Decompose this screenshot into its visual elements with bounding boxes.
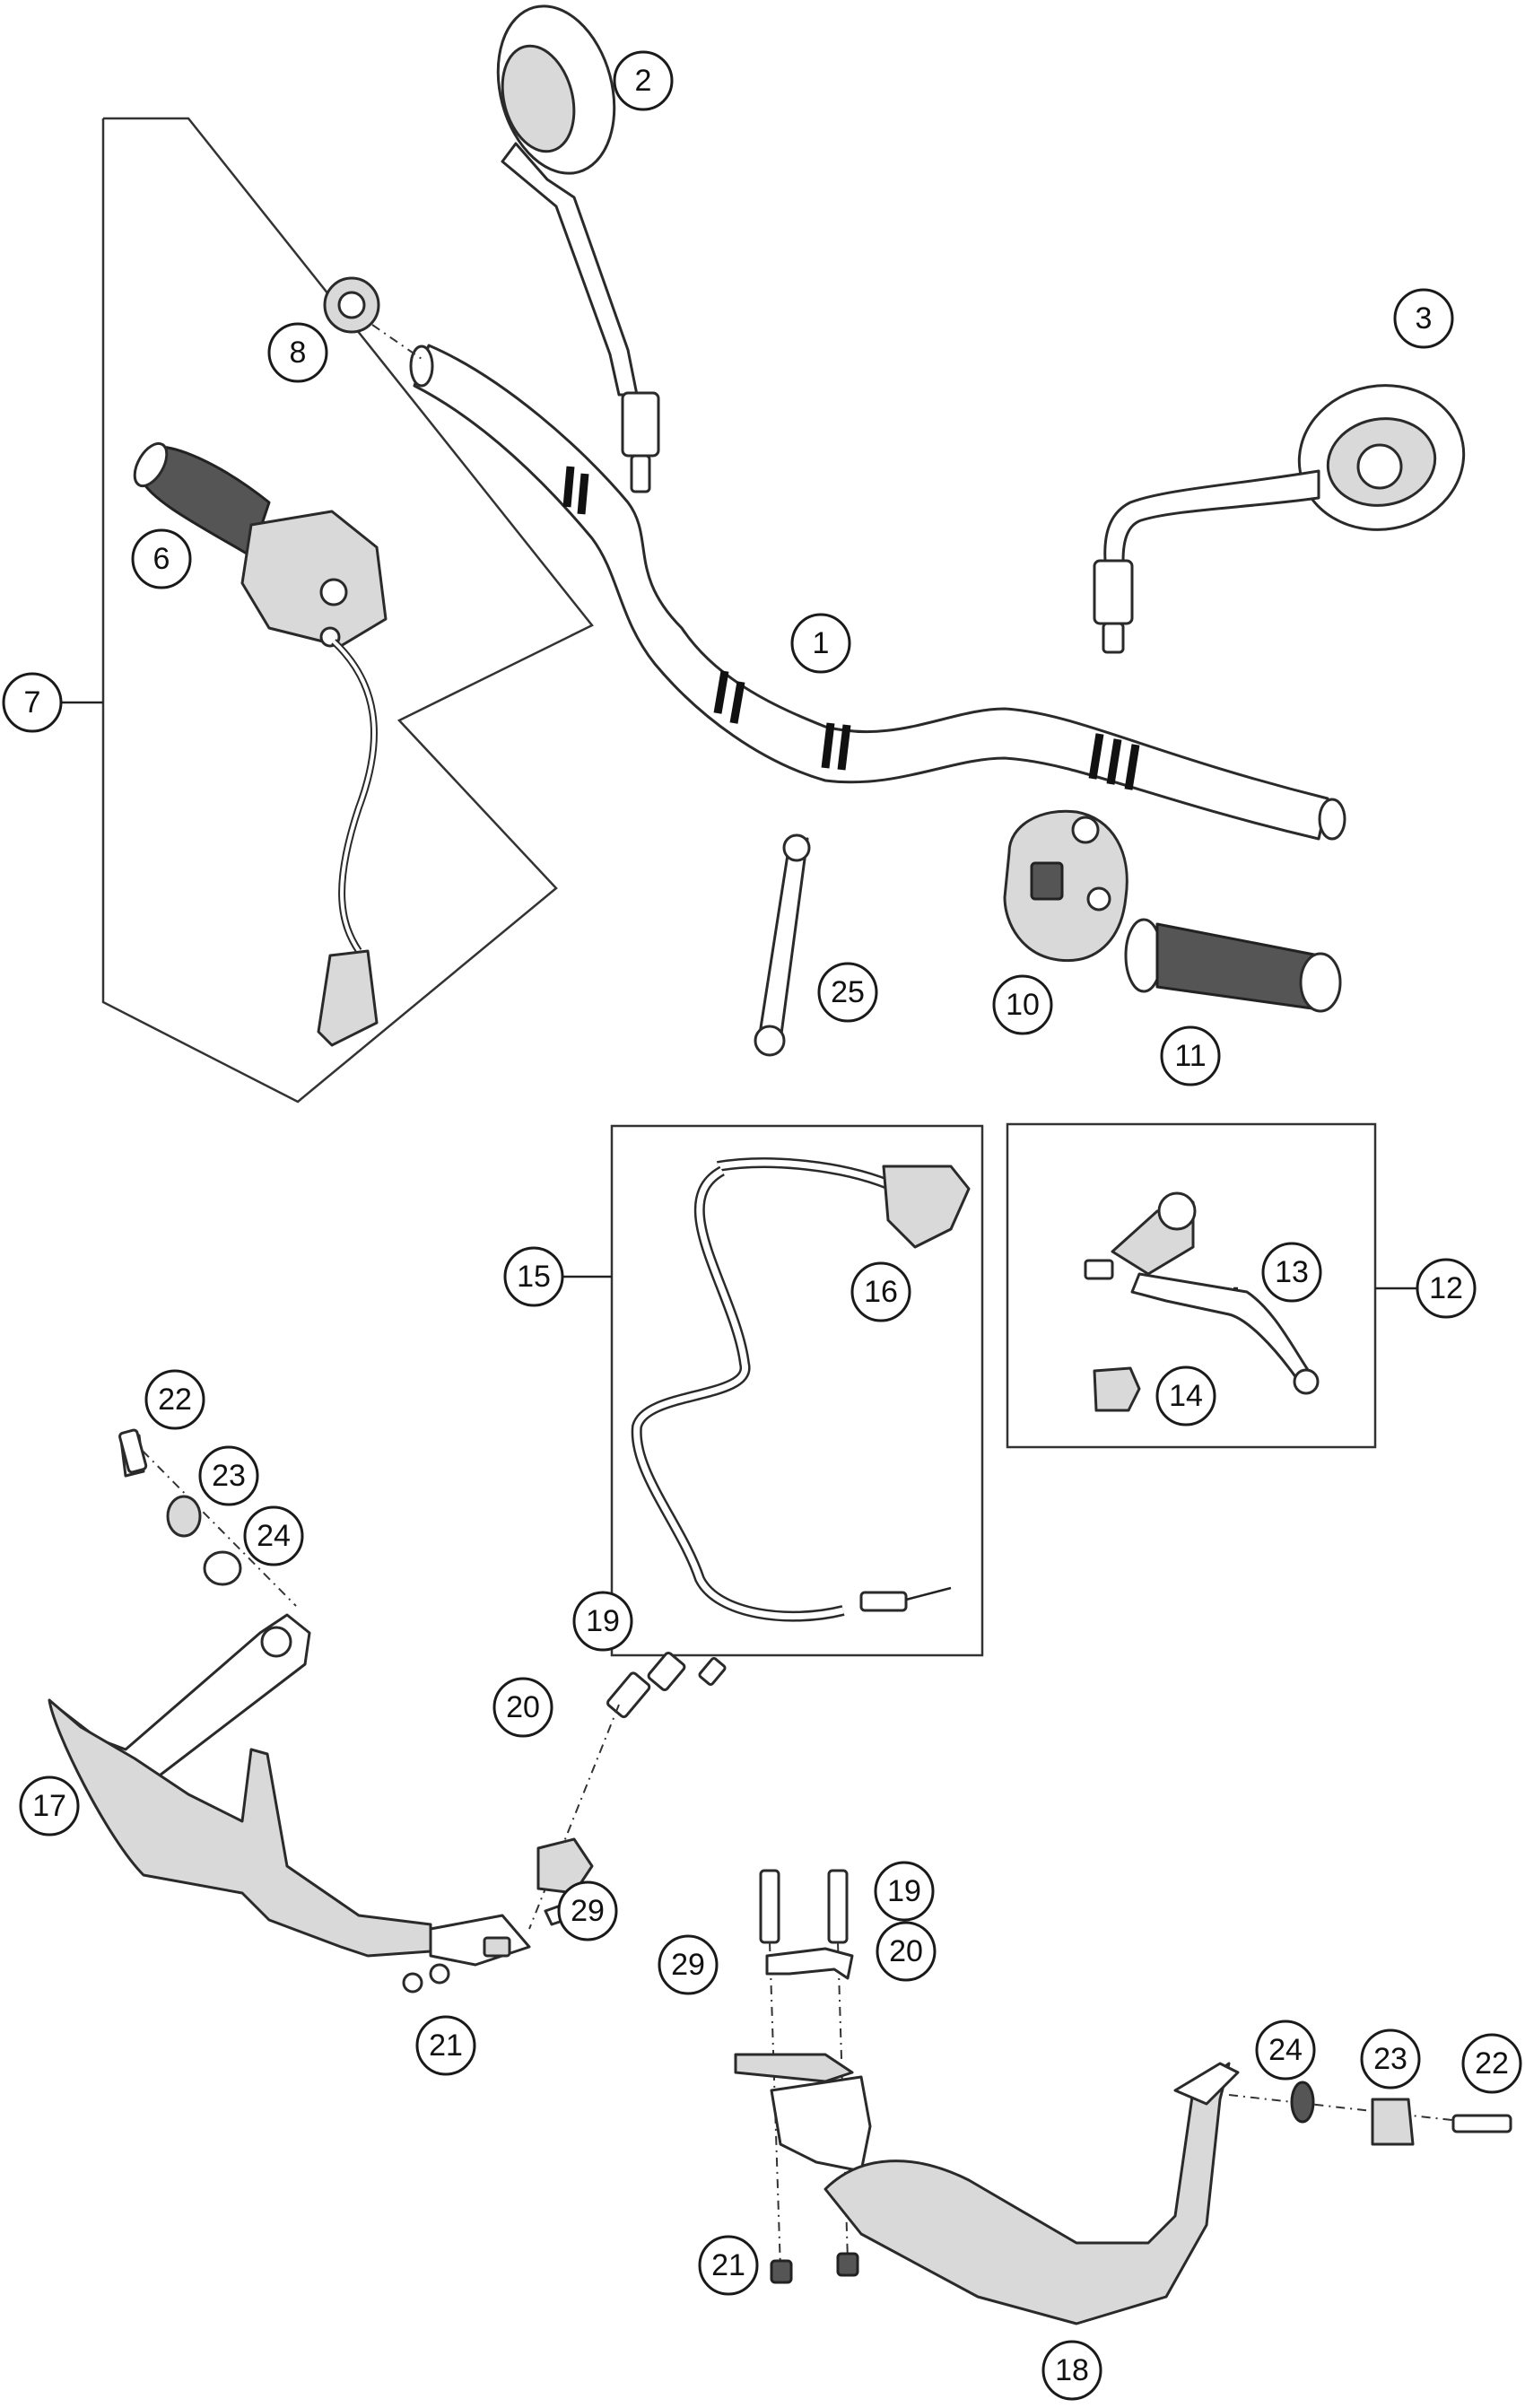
- callout-20-left: 20: [492, 1677, 553, 1738]
- svg-text:11: 11: [1174, 1039, 1206, 1073]
- callout-2: 2: [613, 50, 674, 111]
- left-grip-switch: [133, 441, 388, 1047]
- svg-text:24: 24: [1268, 2033, 1303, 2067]
- bar-end-weight-right: [1228, 2081, 1512, 2146]
- svg-text:6: 6: [153, 542, 170, 576]
- svg-text:29: 29: [571, 1894, 605, 1928]
- callout-29-right: 29: [658, 1934, 719, 1995]
- svg-text:19: 19: [887, 1874, 921, 1908]
- callout-17: 17: [19, 1775, 80, 1837]
- svg-text:14: 14: [1169, 1379, 1203, 1413]
- svg-text:20: 20: [889, 1934, 923, 1968]
- bar-end-8: [323, 276, 423, 360]
- callout-11: 11: [1160, 1025, 1221, 1086]
- callout-8: 8: [267, 322, 328, 383]
- svg-text:24: 24: [257, 1519, 291, 1553]
- spanner-25: [754, 833, 811, 1057]
- svg-text:23: 23: [212, 1459, 246, 1493]
- callout-24-right: 24: [1255, 2020, 1316, 2081]
- svg-text:19: 19: [586, 1604, 620, 1638]
- svg-text:10: 10: [1006, 988, 1040, 1022]
- svg-text:15: 15: [517, 1260, 551, 1294]
- callout-12: 12: [1416, 1258, 1477, 1319]
- mirror-left: [496, 4, 660, 493]
- svg-text:20: 20: [506, 1690, 540, 1724]
- group-outline-7: [61, 117, 594, 1104]
- callout-20-right: 20: [876, 1921, 937, 1982]
- svg-text:18: 18: [1055, 2353, 1089, 2387]
- switch-14: [1093, 1366, 1141, 1412]
- svg-text:2: 2: [635, 64, 652, 98]
- svg-text:17: 17: [32, 1789, 66, 1823]
- svg-text:1: 1: [813, 626, 830, 660]
- callout-22-right: 22: [1461, 2033, 1522, 2094]
- callout-14: 14: [1155, 1365, 1216, 1426]
- callout-6: 6: [131, 528, 192, 589]
- svg-text:22: 22: [158, 1383, 192, 1417]
- svg-text:21: 21: [711, 2248, 745, 2282]
- callout-7: 7: [2, 672, 63, 733]
- callout-23-right: 23: [1360, 2028, 1421, 2090]
- handguard-left-17: [48, 1434, 531, 1994]
- callout-21-right: 21: [698, 2235, 759, 2296]
- svg-text:21: 21: [429, 2028, 463, 2063]
- svg-text:12: 12: [1429, 1271, 1463, 1305]
- right-grip-11: [1124, 918, 1342, 1013]
- bar-end-weight-left: [118, 1428, 148, 1474]
- mount-parts-left: [528, 1651, 727, 1930]
- callout-23-left: 23: [198, 1445, 259, 1506]
- callout-21-left: 21: [415, 2015, 476, 2076]
- handlebar: [409, 344, 1346, 841]
- right-switch-10: [1003, 809, 1128, 963]
- svg-text:3: 3: [1416, 301, 1433, 336]
- callout-13: 13: [1261, 1242, 1322, 1303]
- callout-24-left: 24: [243, 1505, 304, 1566]
- svg-text:23: 23: [1373, 2042, 1407, 2076]
- svg-text:7: 7: [24, 685, 41, 720]
- handguard-right-18: [734, 1869, 1240, 2325]
- callout-29-left: 29: [557, 1880, 618, 1941]
- svg-text:25: 25: [831, 975, 865, 1009]
- callout-16: 16: [850, 1261, 911, 1322]
- callout-22-left: 22: [144, 1369, 205, 1430]
- callout-19-right: 19: [874, 1861, 935, 1922]
- callout-19-left: 19: [572, 1591, 633, 1652]
- mirror-right: [1093, 384, 1466, 654]
- clutch-lever-13: [1084, 1191, 1320, 1395]
- group-box-15: [562, 1124, 984, 1657]
- handlebar-markings: [562, 466, 1140, 790]
- svg-text:22: 22: [1475, 2046, 1509, 2081]
- callouts: 1 2 3 6 7 8 10 11 12 13 14 15 16 17 18 1…: [2, 50, 1522, 2401]
- group-box-12: [1006, 1122, 1417, 1449]
- svg-text:16: 16: [864, 1275, 898, 1309]
- svg-text:8: 8: [290, 336, 307, 370]
- callout-10: 10: [992, 974, 1053, 1035]
- callout-25: 25: [817, 962, 878, 1023]
- svg-text:29: 29: [671, 1948, 705, 1982]
- callout-3: 3: [1393, 288, 1454, 349]
- callout-15: 15: [503, 1246, 564, 1307]
- throttle-housing-16: [882, 1165, 971, 1249]
- callout-1: 1: [790, 613, 851, 674]
- callout-18: 18: [1041, 2340, 1102, 2401]
- svg-text:13: 13: [1275, 1255, 1309, 1289]
